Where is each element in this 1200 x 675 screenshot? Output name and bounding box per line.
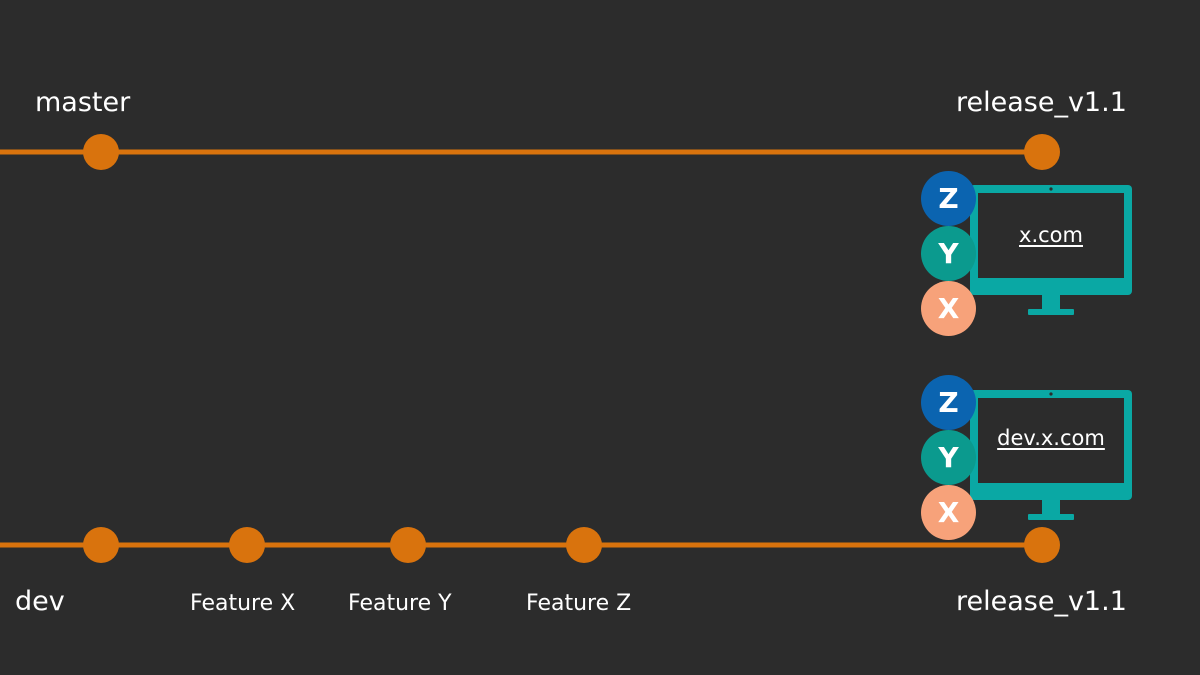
master-commit-node [83,134,119,170]
dev-release-tag: release_v1.1 [956,586,1127,617]
production-feature-x-badge: X [921,281,976,336]
dev-branch-label: dev [15,586,65,617]
feature-y-label: Feature Y [348,591,452,616]
feature-z-node [566,527,602,563]
production-feature-y-badge: Y [921,226,976,281]
feature-y-node [390,527,426,563]
production-domain-link[interactable]: x.com [1019,223,1083,247]
dev-commit-node [83,527,119,563]
master-release-node [1024,134,1060,170]
feature-z-label: Feature Z [526,591,632,616]
production-monitor-icon [970,185,1132,315]
development-feature-y-badge: Y [921,430,976,485]
feature-x-node [229,527,265,563]
development-monitor-icon [970,390,1132,520]
development-feature-z-badge: Z [921,375,976,430]
development-domain-link[interactable]: dev.x.com [997,426,1105,450]
master-branch-label: master [35,87,131,118]
production-feature-z-badge: Z [921,171,976,226]
development-feature-x-badge: X [921,485,976,540]
master-release-tag: release_v1.1 [956,87,1127,118]
dev-release-node [1024,527,1060,563]
feature-x-label: Feature X [190,591,296,616]
